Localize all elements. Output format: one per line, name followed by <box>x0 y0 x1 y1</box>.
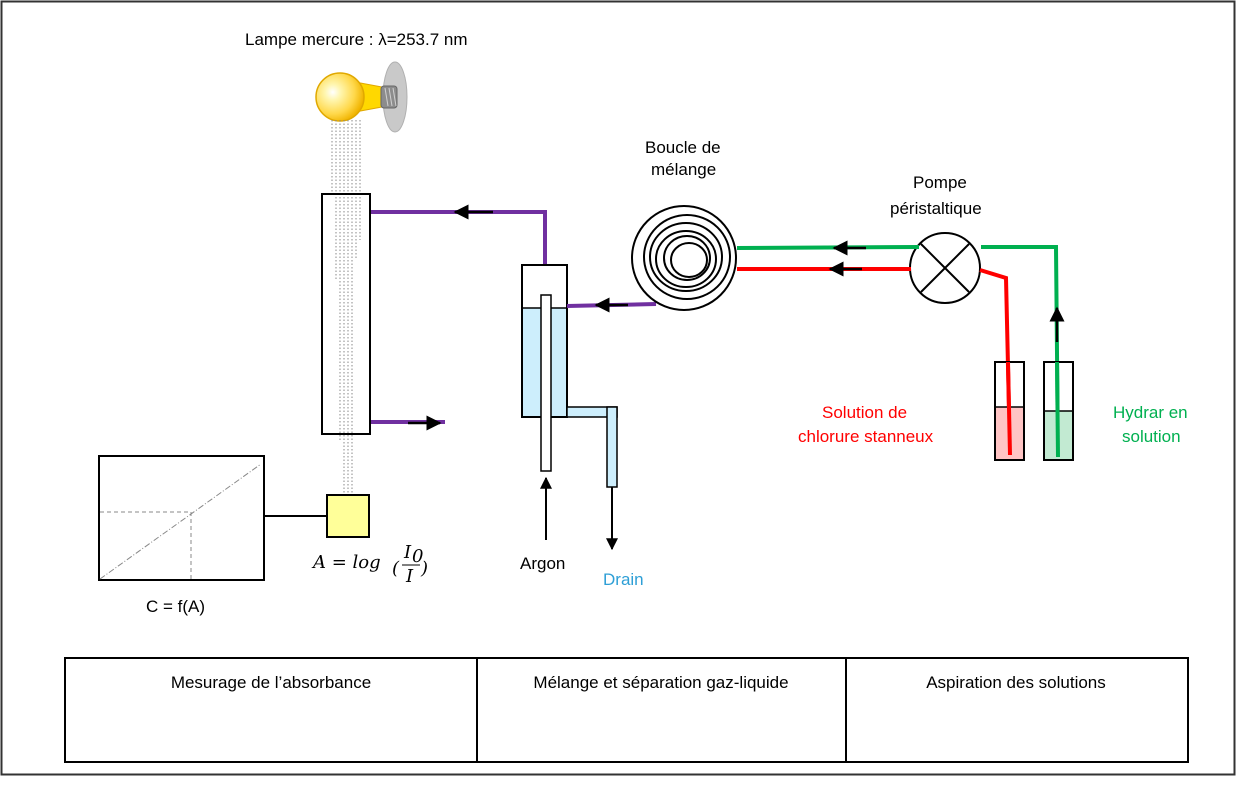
calibration-plot <box>98 455 265 581</box>
mixing-loop-coil-icon <box>631 205 737 311</box>
pump-label-line1: Pompe <box>913 173 967 192</box>
hydrar-label-line1: Hydrar en <box>1113 403 1188 422</box>
section-title-aspiration: Aspiration des solutions <box>926 673 1106 692</box>
lamp-socket <box>380 85 398 109</box>
svg-text:0: 0 <box>412 546 423 567</box>
calibration-plot-frame <box>98 455 265 581</box>
light-beam <box>331 120 361 495</box>
svg-text:I: I <box>405 566 414 587</box>
mercury-lamp-icon <box>315 61 408 133</box>
sections-table: Mesurage de l’absorbance Mélange et sépa… <box>64 657 1189 763</box>
outer-frame <box>0 0 1236 776</box>
drain-label: Drain <box>603 570 644 589</box>
section-title-absorbance: Mesurage de l’absorbance <box>171 673 371 692</box>
svg-text:I: I <box>403 542 412 563</box>
peristaltic-pump-icon <box>909 232 981 304</box>
mixing-loop-label-line2: mélange <box>651 160 716 179</box>
green-tube-in-vial <box>1055 361 1060 458</box>
pump-label-line2: péristaltique <box>890 199 982 218</box>
stannous-label-line2: chlorure stanneux <box>798 427 934 446</box>
calibration-label: C = f(A) <box>146 597 205 616</box>
lamp-bulb <box>315 72 365 122</box>
section-title-mixing-separation: Mélange et séparation gaz-liquide <box>533 673 788 692</box>
svg-text:(: ( <box>392 558 400 579</box>
lamp-socket-thread <box>384 87 397 107</box>
svg-text:): ) <box>420 558 428 579</box>
sections-table-frame <box>64 657 1189 763</box>
absorption-cell <box>321 193 371 435</box>
argon-label: Argon <box>520 554 565 573</box>
drain-vertical-pipe <box>606 406 618 488</box>
argon-inlet-tube <box>540 294 552 472</box>
absorbance-formula: A = log ( I 0 I ) <box>311 542 428 587</box>
red-tube-in-vial <box>1006 361 1012 456</box>
stannous-label-line1: Solution de <box>822 403 907 422</box>
purple-tube-to-cell <box>371 210 547 264</box>
hydrar-label-line2: solution <box>1122 427 1181 446</box>
svg-text:A = log: A = log <box>311 552 381 573</box>
detector <box>326 494 370 538</box>
gas-liquid-separator <box>521 264 618 488</box>
green-tube-loop-to-pump <box>736 245 920 250</box>
mixing-loop-label-line1: Boucle de <box>645 138 721 157</box>
lamp-label: Lampe mercure : λ=253.7 nm <box>245 30 468 49</box>
